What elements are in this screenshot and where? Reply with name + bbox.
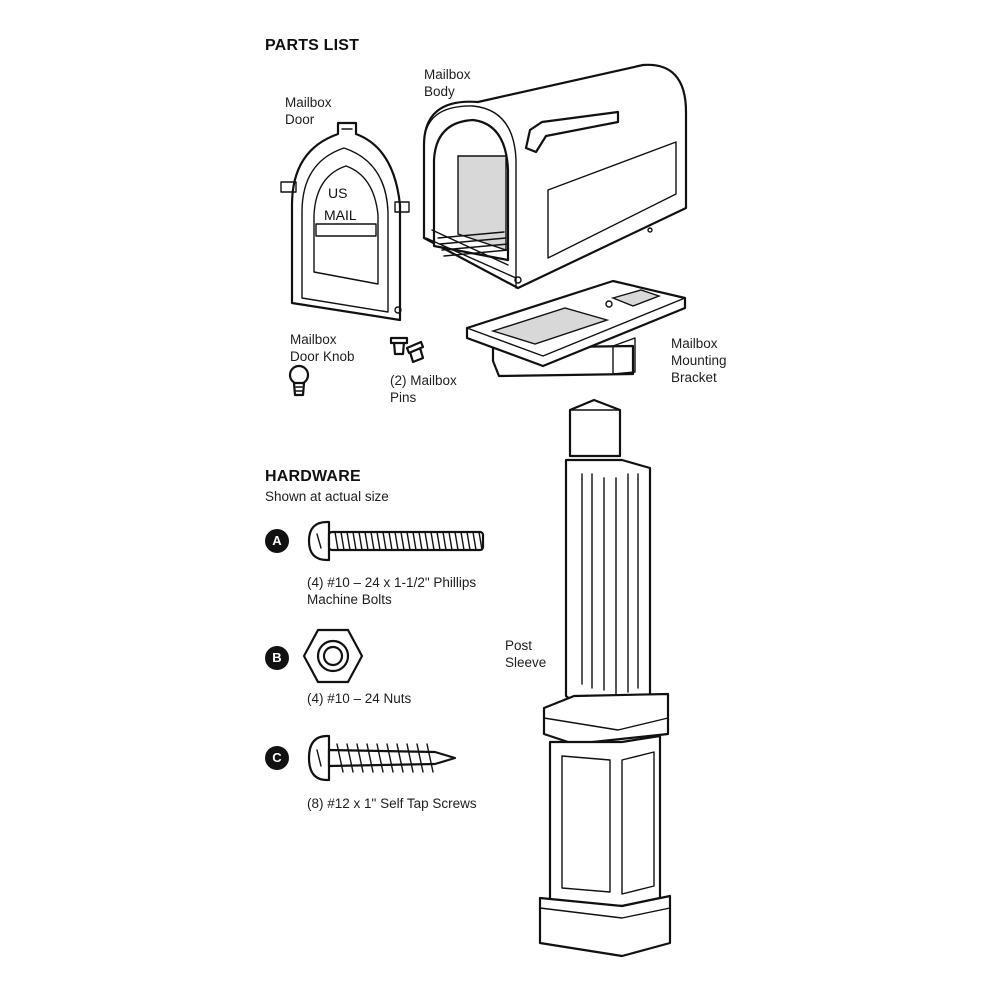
- hardware-badge-a: A: [265, 529, 289, 553]
- mailbox-pins-illustration: [389, 336, 425, 364]
- hardware-b-label: (4) #10 – 24 Nuts: [307, 691, 412, 706]
- door-mail-text: MAIL: [324, 207, 357, 223]
- hardware-heading: HARDWARE: [265, 468, 361, 485]
- hardware-badge-b: B: [265, 646, 289, 670]
- mailbox-door-illustration: US MAIL: [280, 121, 410, 322]
- self-tap-screw-icon: [307, 734, 457, 782]
- hex-nut-icon: [302, 628, 364, 684]
- door-us-text: US: [328, 185, 347, 201]
- machine-bolt-icon: [307, 520, 485, 562]
- post-sleeve-illustration: [538, 398, 672, 958]
- mounting-bracket-illustration: [465, 279, 687, 378]
- hardware-badge-c: C: [265, 746, 289, 770]
- parts-list-heading: PARTS LIST: [265, 37, 360, 54]
- hardware-c-label: (8) #12 x 1" Self Tap Screws: [307, 796, 477, 811]
- hardware-note: Shown at actual size: [265, 489, 389, 504]
- mailbox-body-illustration: [422, 63, 688, 290]
- door-knob-illustration: [288, 364, 310, 397]
